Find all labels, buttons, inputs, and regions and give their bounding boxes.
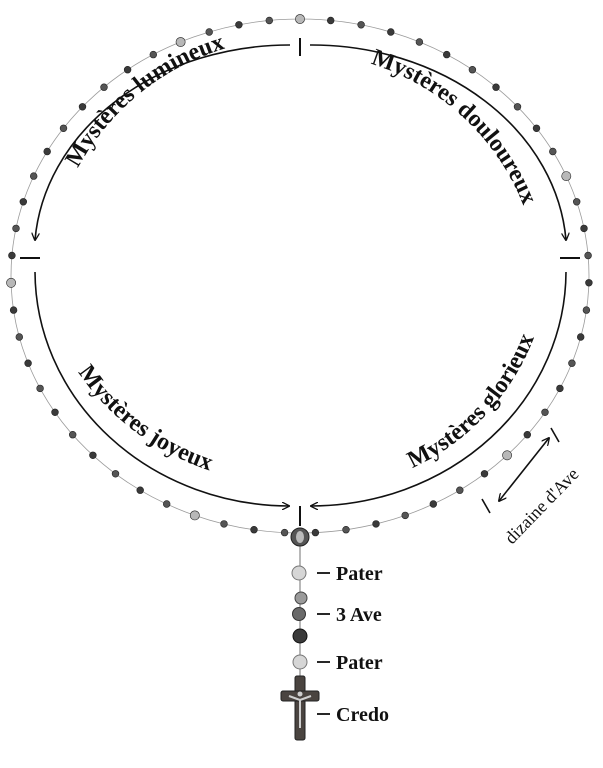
ave-bead (532, 124, 541, 133)
label-credo: Credo (336, 704, 389, 726)
ave-bead (43, 147, 51, 156)
arrow-douloureux (309, 44, 566, 240)
bead-pater-bottom (292, 654, 308, 670)
bead-pater-top (291, 565, 307, 581)
dizaine-label: dizaine d'Ave (500, 464, 582, 548)
ave-bead (149, 50, 158, 59)
pater-bead (189, 510, 200, 521)
ave-bead (30, 172, 38, 180)
ave-bead (68, 431, 77, 439)
ave-bead (443, 50, 451, 59)
arrow-glorieux (311, 271, 567, 506)
ave-bead (235, 21, 243, 29)
label-douloureux: Mystères douloureux (368, 45, 542, 208)
ave-bead (24, 359, 32, 367)
pendant-chain (290, 527, 310, 690)
label-lumineux: Mystères lumineux (61, 29, 228, 171)
ave-bead (556, 384, 564, 393)
pater-bead (175, 37, 186, 47)
ave-bead (585, 279, 593, 287)
ave-bead (568, 359, 576, 367)
ave-bead (220, 520, 228, 528)
ave-bead (163, 500, 171, 508)
ave-bead (401, 511, 409, 520)
pater-bead (502, 450, 512, 461)
ave-bead (549, 147, 557, 156)
pater-bead (295, 14, 305, 24)
label-glorieux: Mystères glorieux (403, 330, 539, 474)
ave-bead (576, 333, 585, 341)
ave-bead (111, 470, 120, 478)
ave-bead (387, 28, 395, 36)
pater-bead (6, 277, 17, 288)
ave-bead (19, 198, 27, 206)
ave-bead (136, 486, 144, 494)
ave-bead (468, 65, 477, 74)
rosary-loop (6, 14, 593, 537)
ave-bead (9, 306, 18, 314)
ave-bead (12, 224, 20, 233)
ave-bead (415, 38, 424, 46)
ave-bead (36, 384, 44, 393)
label-ave: 3 Ave (336, 604, 382, 626)
dizaine-tick-bottom (481, 498, 491, 514)
ave-bead (523, 431, 531, 439)
ave-bead (78, 103, 87, 111)
ave-bead (100, 83, 108, 91)
arrow-lumineux (35, 44, 291, 240)
bead-ave-3 (292, 628, 308, 644)
ave-bead (8, 251, 16, 260)
ave-bead (342, 525, 350, 534)
ave-bead (89, 451, 97, 459)
ave-bead (429, 500, 437, 508)
label-joyeux: Mystères joyeux (73, 360, 216, 476)
ave-bead (51, 408, 59, 416)
ave-bead (372, 520, 380, 528)
crucifix-icon (280, 675, 320, 741)
dizaine-arrow (499, 438, 549, 501)
ave-bead (59, 124, 68, 133)
pater-bead (561, 171, 572, 181)
ave-bead (265, 16, 273, 25)
ave-bead (250, 525, 258, 534)
ave-bead (357, 21, 365, 29)
ave-bead (572, 198, 581, 206)
ave-bead (123, 65, 132, 74)
ave-bead (456, 486, 464, 494)
arrow-joyeux (34, 271, 289, 506)
label-pater-bottom: Pater (336, 652, 383, 674)
bead-ave-1 (294, 591, 308, 605)
ave-bead (584, 251, 592, 260)
ave-bead (205, 28, 213, 36)
ave-bead (311, 528, 320, 537)
ave-bead (280, 528, 289, 537)
ave-bead (327, 16, 335, 25)
ave-bead (580, 224, 588, 233)
ave-bead (513, 103, 522, 111)
ave-bead (541, 408, 549, 416)
bead-ave-2 (292, 607, 306, 621)
ave-bead (492, 83, 500, 91)
label-pater-top: Pater (336, 563, 383, 585)
ave-bead (480, 470, 489, 478)
dizaine-tick-top (550, 427, 560, 443)
ave-bead (582, 306, 591, 314)
ave-bead (15, 333, 23, 341)
